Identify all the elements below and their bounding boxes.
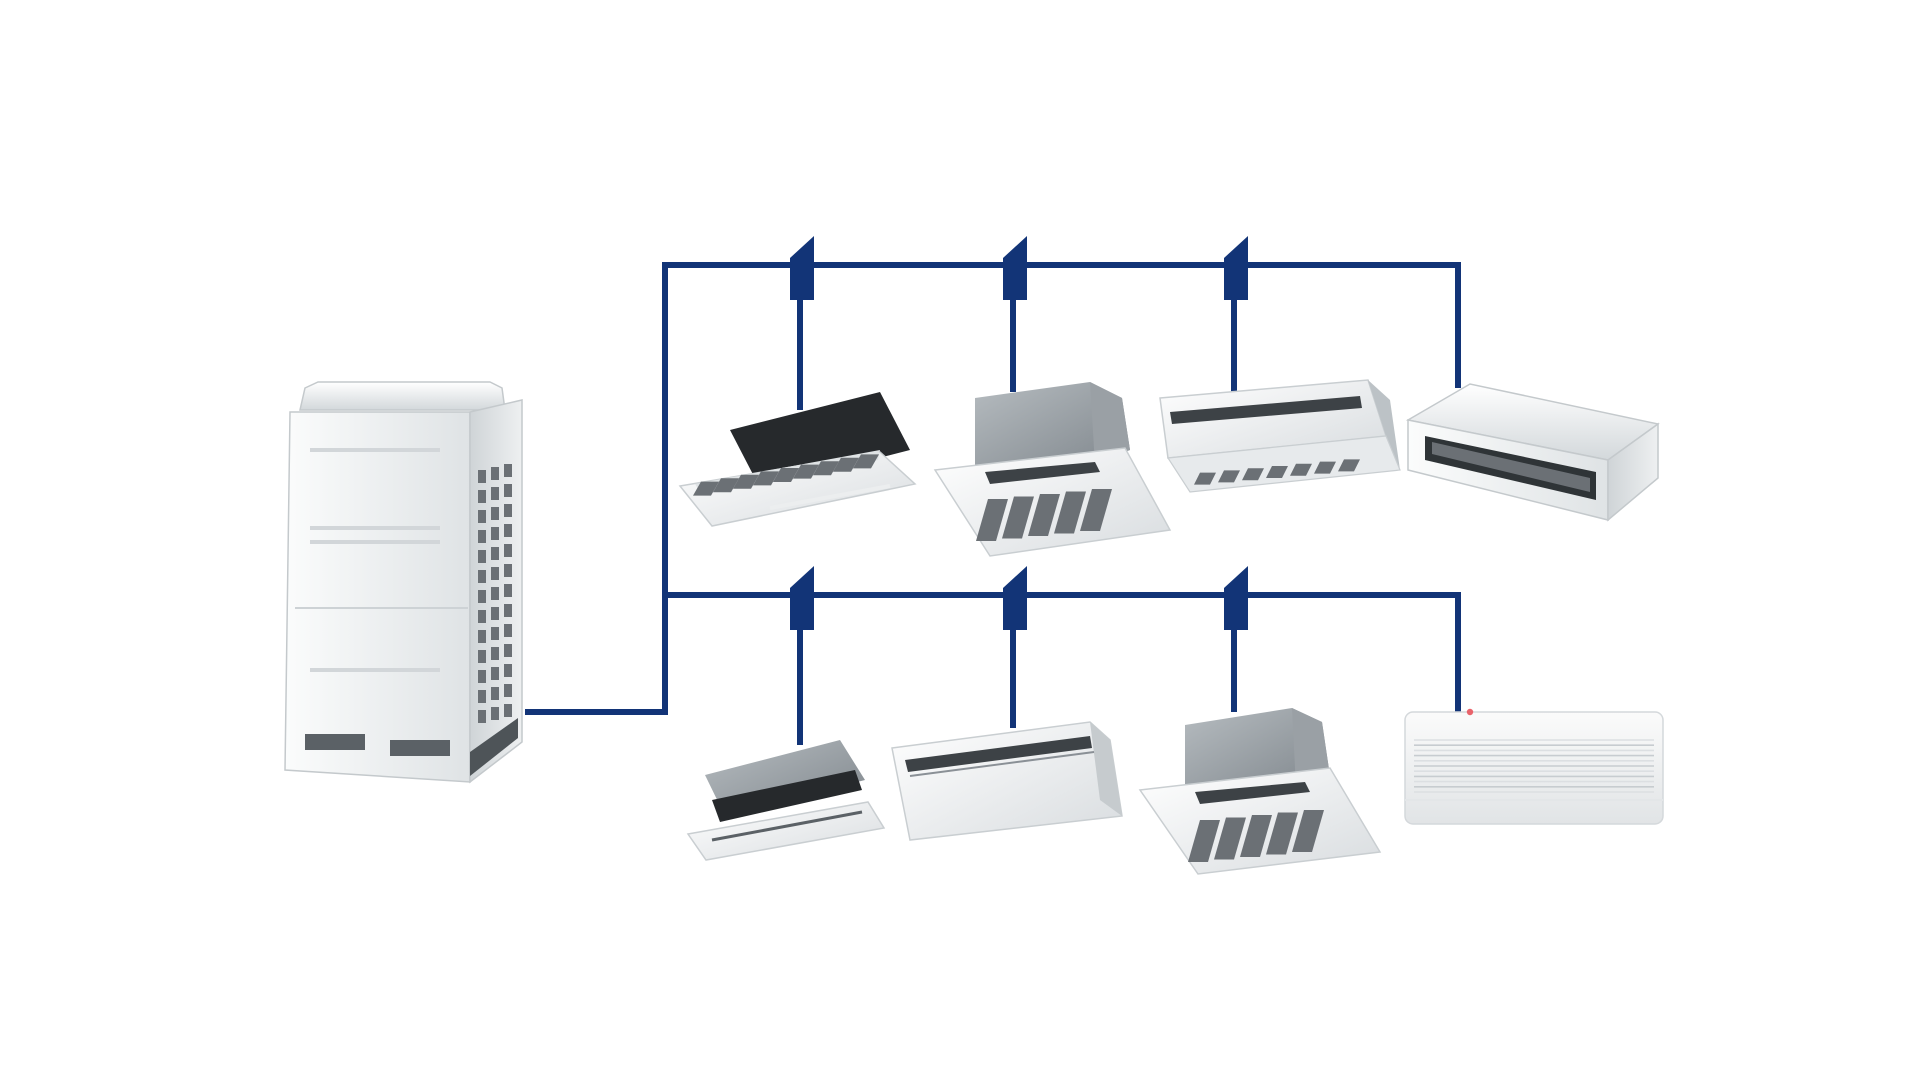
- ceiling-cassette-4way-icon: [933, 382, 1172, 557]
- grille-slot: [491, 587, 499, 600]
- branch-joint-icon: [1224, 566, 1248, 630]
- grille-slot: [1266, 812, 1298, 855]
- grille-slot: [813, 461, 839, 476]
- grille-slot: [1290, 463, 1312, 476]
- branch-joint-icon: [1003, 566, 1027, 630]
- grille-slot: [478, 650, 486, 663]
- main-pipe: [525, 262, 1461, 715]
- grille-slot: [504, 504, 512, 517]
- grille-slot: [1242, 468, 1264, 481]
- side-grille: [478, 464, 512, 723]
- grille-slot: [491, 707, 499, 720]
- grille-slot: [773, 468, 799, 482]
- grille-slot: [478, 710, 486, 723]
- grille-slot: [1338, 459, 1360, 472]
- outdoor-condenser-icon: [284, 381, 523, 784]
- grille-slot: [1080, 489, 1112, 531]
- grille-slot: [504, 584, 512, 597]
- grille-slot: [491, 527, 499, 540]
- grille-slot: [504, 524, 512, 537]
- ceiling-cassette-4way-icon: [1138, 708, 1382, 875]
- grille-slot: [478, 610, 486, 623]
- grille-slot: [478, 470, 486, 483]
- grille-slot: [504, 684, 512, 697]
- grille-slot: [478, 550, 486, 563]
- grille-slot: [491, 647, 499, 660]
- ceiling-concealed-icon: [891, 721, 1123, 841]
- grille-slot: [478, 670, 486, 683]
- grille-slot: [1314, 461, 1336, 474]
- grille-slot: [478, 690, 486, 703]
- grille-slot: [1194, 472, 1216, 485]
- grille-slot: [504, 664, 512, 677]
- grille-slot: [713, 478, 739, 493]
- ducted-unit-icon: [1405, 383, 1660, 522]
- grille-slot: [753, 471, 779, 486]
- grille-slot: [1002, 496, 1034, 539]
- grille-slot: [504, 484, 512, 497]
- branch-joint-icon: [790, 236, 814, 300]
- grille-slot: [1188, 820, 1220, 862]
- branch-joint-icon: [1224, 236, 1248, 300]
- branch-joint-icon: [1003, 236, 1027, 300]
- grille-slot: [478, 490, 486, 503]
- grille-slot: [1028, 494, 1060, 536]
- grille-slot: [491, 507, 499, 520]
- grille-slot: [693, 481, 719, 496]
- ceiling-suspended-icon: [1159, 379, 1401, 493]
- grille-slot: [833, 457, 859, 472]
- grille-slot: [853, 454, 879, 469]
- grille-slot: [504, 624, 512, 637]
- grille-slot: [504, 644, 512, 657]
- grille-slot: [478, 590, 486, 603]
- grille-slot: [478, 570, 486, 583]
- grille-slot: [491, 607, 499, 620]
- grille-slot: [504, 704, 512, 717]
- grille-slot: [491, 487, 499, 500]
- grille-slot: [478, 530, 486, 543]
- grille-slot: [478, 510, 486, 523]
- grille-slot: [504, 564, 512, 577]
- grille-slot: [504, 604, 512, 617]
- grille-slot: [793, 464, 819, 479]
- grille-slot: [491, 547, 499, 560]
- grille-slot: [1218, 470, 1240, 483]
- grille-slot: [491, 667, 499, 680]
- grille-slot: [491, 567, 499, 580]
- wall-mounted-icon: [1404, 708, 1664, 825]
- ceiling-cassette-1way-icon: [678, 392, 917, 527]
- grille-slot: [1054, 491, 1086, 534]
- grille-slot: [491, 687, 499, 700]
- grille-slot: [478, 630, 486, 643]
- grille-slot: [1240, 815, 1272, 857]
- grille-slot: [504, 464, 512, 477]
- grille-slot: [491, 467, 499, 480]
- grille-slot: [491, 627, 499, 640]
- lower-branch-pipe: [665, 592, 1461, 712]
- grille-slot: [976, 499, 1008, 541]
- ceiling-cassette-2way-icon: [686, 740, 886, 861]
- grille-slot: [504, 544, 512, 557]
- grille-slot: [1292, 810, 1324, 852]
- grille-slot: [1214, 817, 1246, 860]
- branch-joints: [790, 236, 1248, 630]
- grille-slot: [733, 474, 759, 489]
- grille-slot: [1266, 466, 1288, 478]
- branch-joint-icon: [790, 566, 814, 630]
